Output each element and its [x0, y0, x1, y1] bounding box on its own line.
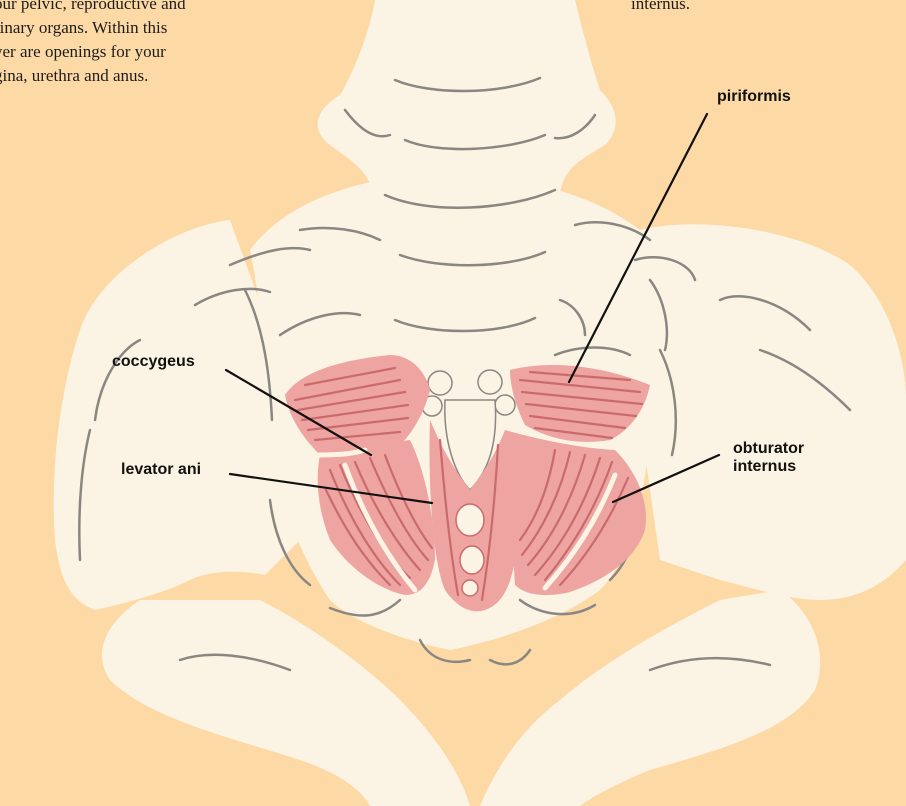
label-levator-ani: levator ani	[121, 461, 201, 479]
intro-line-3: yer are openings for your	[0, 40, 284, 64]
label-obturator-line-2: internus	[733, 458, 804, 476]
urethral-opening	[462, 580, 478, 596]
label-coccygeus: coccygeus	[112, 353, 195, 371]
intro-line-1: our pelvic, reproductive and	[0, 0, 284, 16]
top-right-text: internus.	[631, 0, 690, 16]
label-piriformis: piriformis	[717, 88, 791, 106]
label-obturator-line-1: obturator	[733, 440, 804, 458]
intro-paragraph: our pelvic, reproductive and rinary orga…	[0, 0, 284, 88]
anal-opening	[460, 546, 484, 574]
label-obturator-internus: obturator internus	[733, 440, 804, 476]
intro-line-2: rinary organs. Within this	[0, 16, 284, 40]
intro-line-4: gina, urethra and anus.	[0, 64, 284, 88]
vaginal-opening	[456, 504, 484, 536]
